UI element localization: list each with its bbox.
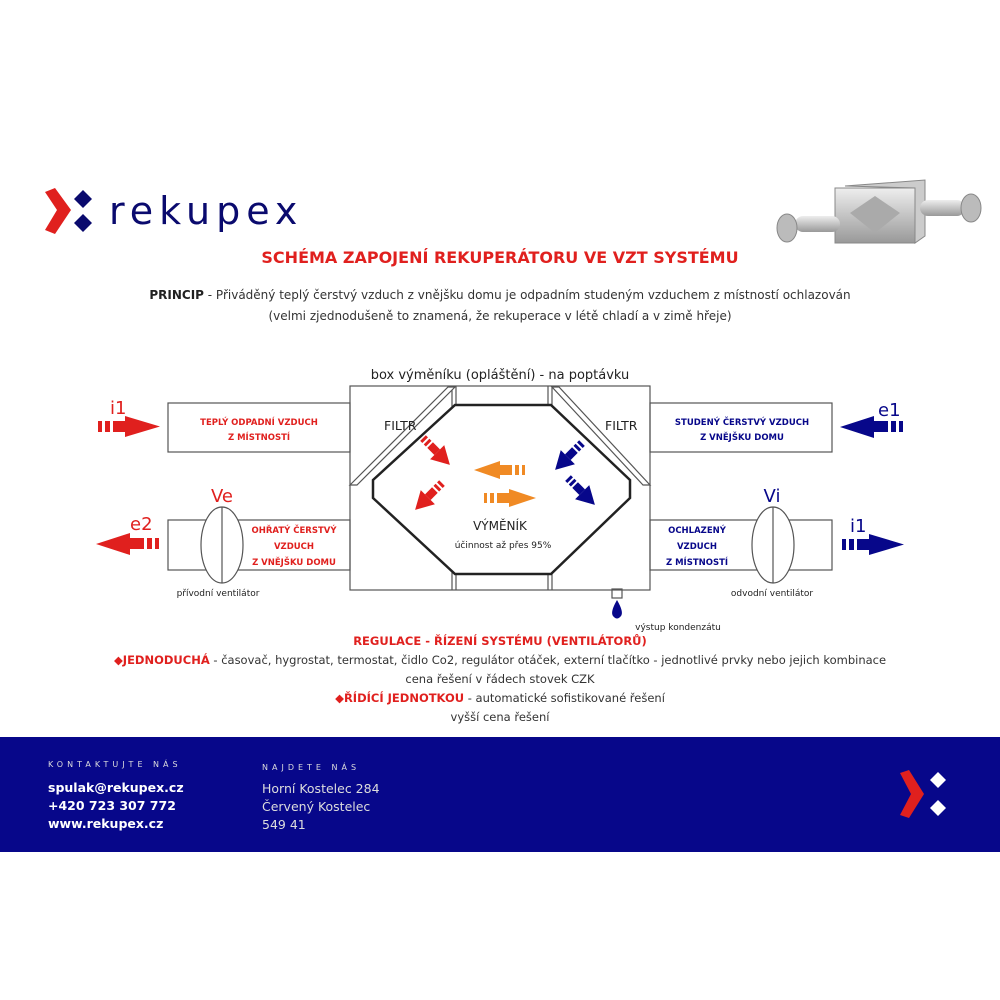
contact-heading: KONTAKTUJTE NÁS xyxy=(48,760,182,769)
exchanger-label: VÝMĚNÍK xyxy=(473,518,528,533)
logo-text: rekupex xyxy=(109,189,304,233)
arrow-i1-out xyxy=(842,534,904,555)
drop-icon xyxy=(612,600,622,619)
right-bottom-line1: OCHLAZENÝ xyxy=(668,524,727,536)
arrow-blue-diagonal-2 xyxy=(565,475,595,505)
footer: KONTAKTUJTE NÁS spulak@rekupex.cz +420 7… xyxy=(0,737,1000,852)
principle-line1: - Přiváděný teplý čerstvý vzduch z vnějš… xyxy=(203,288,851,302)
principle-line2: (velmi zjednodušeně to znamená, že rekup… xyxy=(268,309,732,323)
regulation-section: REGULACE - ŘÍZENÍ SYSTÉMU (VENTILÁTORŮ) … xyxy=(0,632,1000,727)
simple-price: cena řešení v řádech stovek CZK xyxy=(405,672,595,686)
find-heading: NAJDETE NÁS xyxy=(262,763,361,772)
symbol-i1-right: i1 xyxy=(850,516,866,537)
unit-label: ŘÍDÍCÍ JEDNOTKOU xyxy=(343,691,465,705)
footer-logo-mark xyxy=(900,770,946,818)
ventilation-diagram: box výměníku (opláštění) - na poptávku F… xyxy=(96,368,904,633)
recuperator-unit-image xyxy=(776,179,982,244)
right-bottom-line3: Z MÍSTNOSTÍ xyxy=(666,556,728,568)
email-link[interactable]: spulak@rekupex.cz xyxy=(48,780,184,795)
arrow-red-diagonal-2 xyxy=(415,480,445,510)
rekupex-logo-mark xyxy=(45,188,92,234)
left-top-line2: Z MÍSTNOSTÍ xyxy=(228,431,290,443)
regulation-title: REGULACE - ŘÍZENÍ SYSTÉMU (VENTILÁTORŮ) xyxy=(353,634,647,648)
address-line3: 549 41 xyxy=(262,817,306,832)
principle-text: PRINCIP - Přiváděný teplý čerstvý vzduch… xyxy=(0,285,1000,327)
principle-label: PRINCIP xyxy=(149,288,204,302)
condensate-outlet xyxy=(611,588,623,599)
page-title: SCHÉMA ZAPOJENÍ REKUPERÁTORU VE VZT SYST… xyxy=(261,248,739,267)
symbol-e2: e2 xyxy=(130,514,153,535)
left-bottom-line3: Z VNĚJŠKU DOMU xyxy=(252,556,336,568)
duct-right-top xyxy=(649,402,833,453)
arrow-orange-right xyxy=(484,489,536,507)
exhaust-fan-label: odvodní ventilátor xyxy=(731,589,813,599)
filter-right xyxy=(550,386,652,486)
duct-right-bottom xyxy=(649,519,833,571)
exchanger-box xyxy=(349,385,651,591)
address-line1: Horní Kostelec 284 xyxy=(262,781,380,796)
diamond-icon: ◆ xyxy=(335,691,344,705)
filter-left-label: FILTR xyxy=(384,418,417,433)
left-top-line1: TEPLÝ ODPADNÍ VZDUCH xyxy=(200,416,318,428)
condensate-label: výstup kondenzátu xyxy=(635,623,721,633)
left-bottom-line2: VZDUCH xyxy=(274,542,314,552)
efficiency-label: účinnost až přes 95% xyxy=(455,540,552,551)
filter-right-label: FILTR xyxy=(605,418,638,433)
fan-ve-label: Ve xyxy=(211,486,233,507)
unit-price: vyšší cena řešení xyxy=(450,710,550,724)
symbol-e1: e1 xyxy=(878,400,901,421)
diamond-icon: ◆ xyxy=(113,653,123,667)
arrow-orange-left xyxy=(474,461,525,479)
rekupex-logo: rekupex xyxy=(45,188,303,234)
simple-label: JEDNODUCHÁ xyxy=(122,653,210,667)
arrow-blue-diagonal-1 xyxy=(555,440,585,470)
right-top-line2: Z VNĚJŠKU DOMU xyxy=(700,431,784,443)
simple-text: - časovač, hygrostat, termostat, čidlo C… xyxy=(209,653,887,667)
arrow-i1-in xyxy=(98,416,160,437)
right-bottom-line2: VZDUCH xyxy=(677,542,717,552)
website-link[interactable]: www.rekupex.cz xyxy=(48,816,164,831)
duct-left-top xyxy=(167,402,351,453)
duct-left-bottom xyxy=(167,519,351,571)
address-line2: Červený Kostelec xyxy=(262,799,371,814)
box-label: box výměníku (opláštění) - na poptávku xyxy=(371,368,630,383)
phone-link[interactable]: +420 723 307 772 xyxy=(48,798,176,813)
unit-text: - automatické sofistikované řešení xyxy=(464,691,665,705)
filter-left xyxy=(348,386,457,486)
right-top-line1: STUDENÝ ČERSTVÝ VZDUCH xyxy=(675,416,809,428)
supply-fan-label: přívodní ventilátor xyxy=(177,589,260,599)
arrow-red-diagonal-1 xyxy=(420,435,450,465)
arrow-e2-out xyxy=(96,533,159,555)
fan-vi-label: Vi xyxy=(764,486,781,507)
arrow-e1-in xyxy=(840,416,903,438)
left-bottom-line1: OHŘATÝ ČERSTVÝ xyxy=(252,524,338,536)
symbol-i1-left: i1 xyxy=(110,398,126,419)
